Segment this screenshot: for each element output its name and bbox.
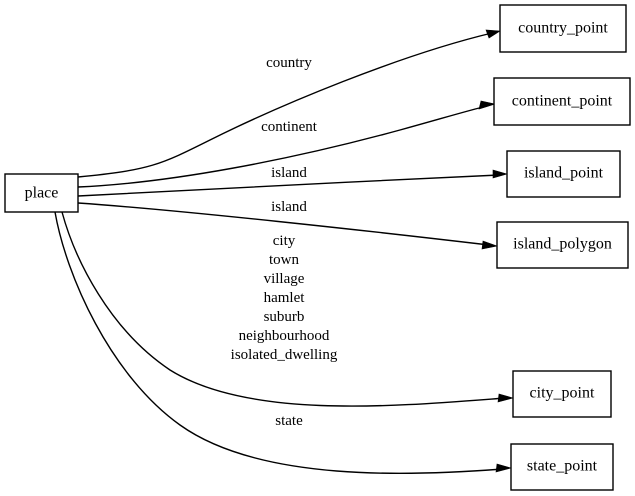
- arrowhead-icon: [492, 169, 509, 179]
- edge-label-line: city: [273, 233, 296, 249]
- node-continent_point[interactable]: continent_point: [493, 77, 631, 126]
- edge-place-to-island_polygon[interactable]: island: [77, 199, 499, 250]
- edge-place-to-city_point[interactable]: city town village hamlet suburb neighbourhood…: [61, 211, 515, 407]
- node-box: [506, 150, 621, 198]
- edge-label-line: isolated_dwelling: [231, 347, 338, 363]
- edge-label-island-point: island: [271, 165, 307, 181]
- edge-line: [77, 32, 493, 178]
- node-label-continent_point: continent_point: [512, 93, 613, 110]
- node-label-place: place: [25, 185, 59, 202]
- node-label-city_point: city_point: [530, 385, 595, 402]
- edge-line: [77, 174, 500, 197]
- nodes-layer: place country_point continent_point isla…: [4, 4, 631, 491]
- node-label-country_point: country_point: [518, 20, 608, 37]
- edge-label-city-group: city town village hamlet suburb neighbourhood…: [231, 233, 338, 363]
- edge-label-line: suburb: [264, 309, 305, 325]
- edge-label-line: hamlet: [264, 290, 306, 306]
- edge-line: [77, 202, 490, 246]
- edge-place-to-continent_point[interactable]: continent: [77, 100, 497, 188]
- arrowhead-icon: [478, 100, 497, 110]
- node-box: [4, 173, 79, 213]
- node-island_point[interactable]: island_point: [506, 150, 621, 198]
- node-place[interactable]: place: [4, 173, 79, 213]
- edge-place-to-state_point[interactable]: state: [54, 211, 513, 475]
- edge-label-island-polygon: island: [271, 199, 307, 215]
- node-city_point[interactable]: city_point: [512, 370, 612, 418]
- node-country_point[interactable]: country_point: [499, 4, 627, 53]
- node-box: [510, 443, 614, 491]
- arrowhead-icon: [485, 29, 501, 39]
- edge-line: [61, 211, 506, 407]
- node-label-island_polygon: island_polygon: [513, 236, 612, 253]
- edge-label-country: country: [266, 55, 312, 71]
- edge-label-continent: continent: [261, 119, 318, 135]
- arrowhead-icon: [497, 393, 515, 403]
- node-box: [496, 221, 629, 269]
- node-label-island_point: island_point: [524, 165, 604, 182]
- arrowhead-icon: [495, 463, 513, 473]
- edge-label-line: town: [269, 252, 300, 268]
- arrowhead-icon: [481, 240, 499, 250]
- node-box: [512, 370, 612, 418]
- edge-line: [77, 105, 488, 188]
- node-box: [493, 77, 631, 126]
- node-label-state_point: state_point: [527, 458, 598, 475]
- edges-layer: country continent island island city: [54, 29, 515, 475]
- edge-line: [54, 211, 504, 475]
- edge-label-line: village: [264, 271, 305, 287]
- node-box: [499, 4, 627, 53]
- node-state_point[interactable]: state_point: [510, 443, 614, 491]
- edge-place-to-country_point[interactable]: country: [77, 29, 501, 178]
- edge-label-line: neighbourhood: [239, 328, 330, 344]
- edge-place-to-island_point[interactable]: island: [77, 165, 509, 197]
- node-island_polygon[interactable]: island_polygon: [496, 221, 629, 269]
- edge-label-state: state: [275, 413, 303, 429]
